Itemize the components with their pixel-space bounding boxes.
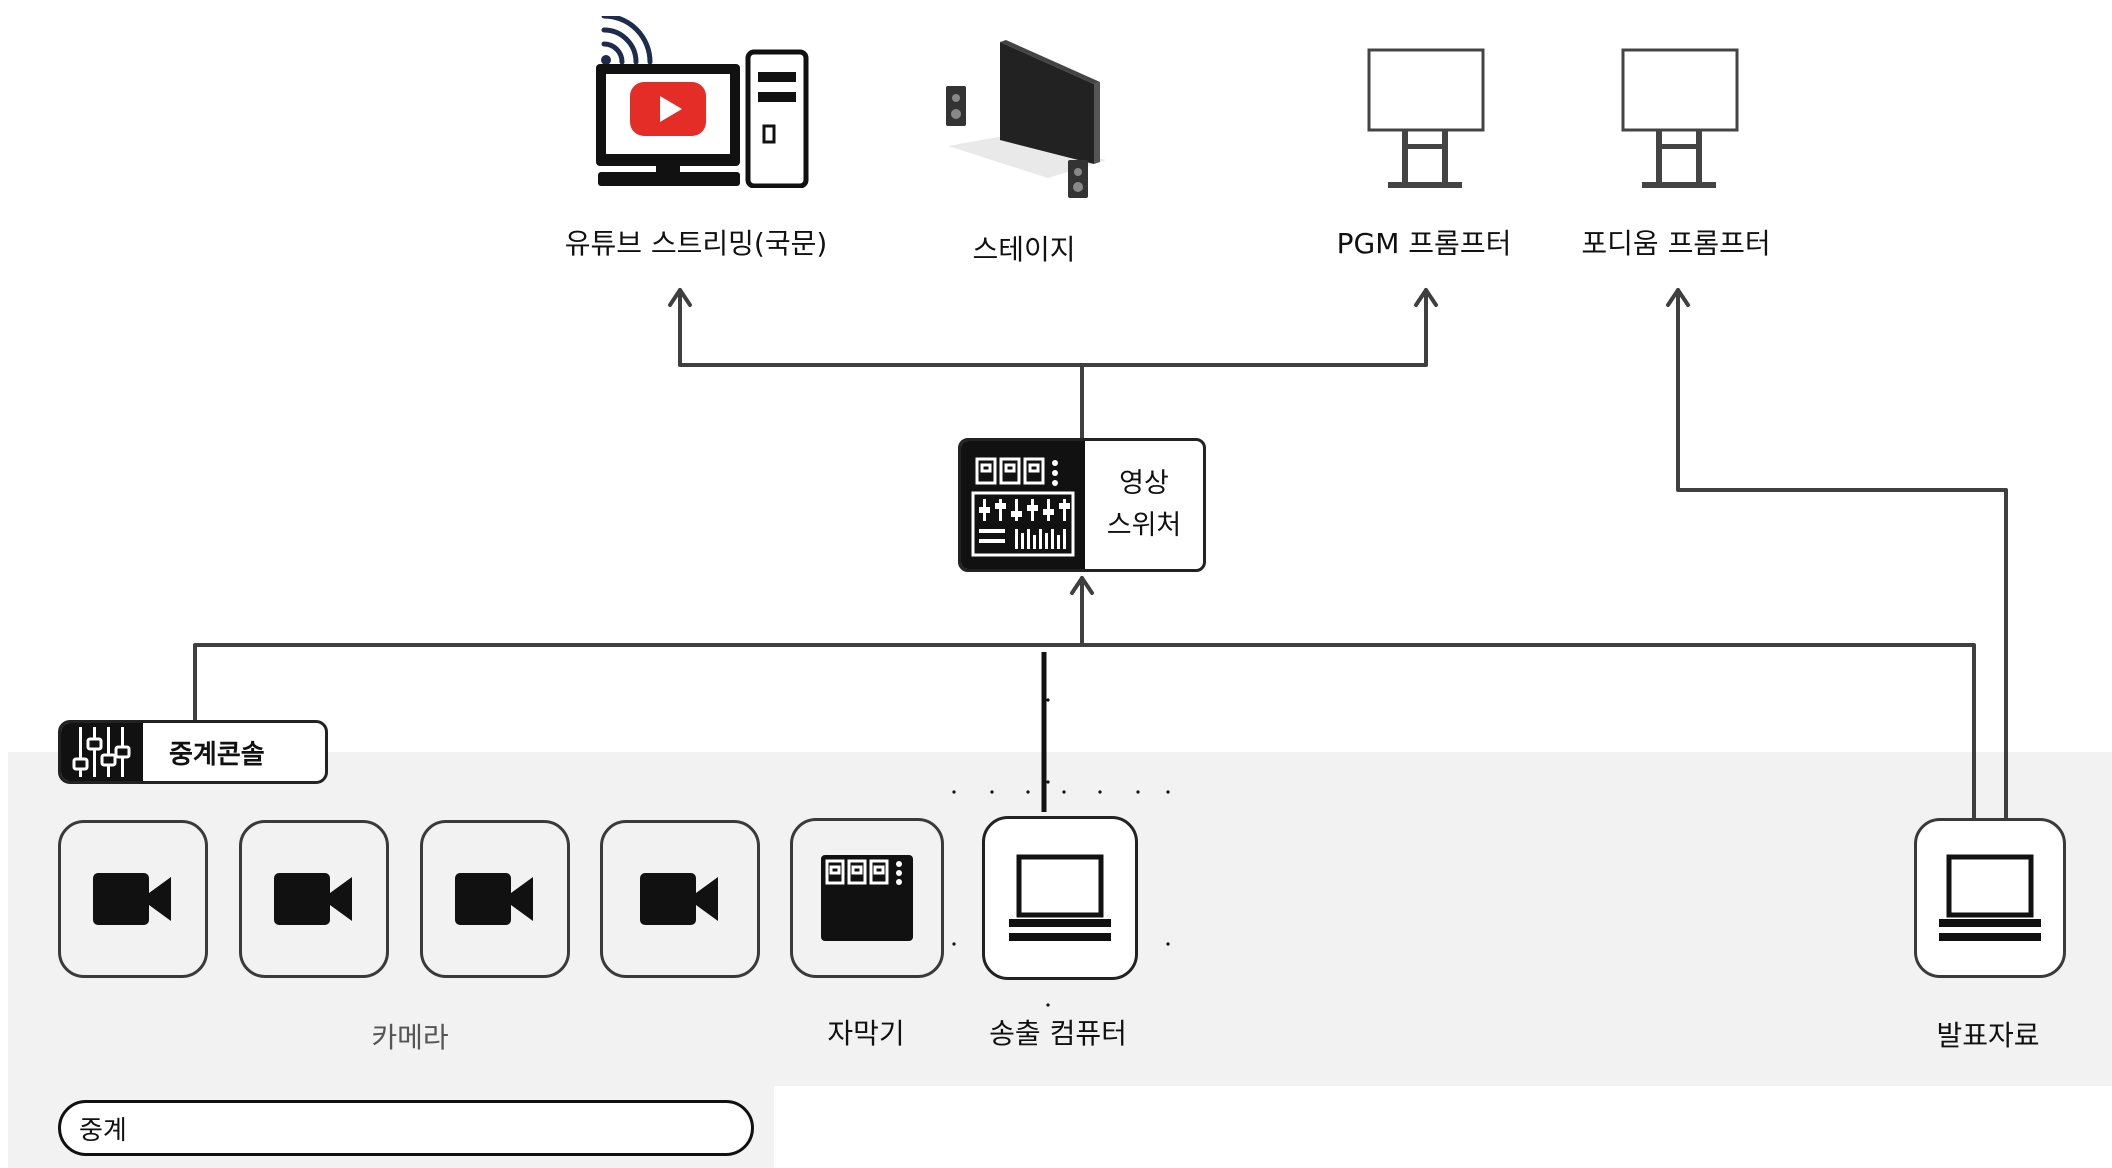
camera-tile-2 bbox=[239, 820, 389, 978]
mixer-icon bbox=[61, 723, 143, 781]
video-switcher-line2: 스위처 bbox=[1106, 510, 1182, 541]
camera-tile-4 bbox=[600, 820, 760, 978]
relay-group-bar: 중계 bbox=[58, 1100, 754, 1156]
relay-group-label: 중계 bbox=[79, 1115, 127, 1146]
dotted-selection-marks bbox=[952, 698, 1170, 1007]
youtube-arrow-head bbox=[668, 288, 692, 307]
caption-generator-tile bbox=[790, 818, 944, 978]
relay-console-box: 중계콘솔 bbox=[58, 720, 328, 784]
pgm-prompter-icon bbox=[1367, 48, 1485, 188]
youtube-streaming-label: 유튜브 스트리밍(국문) bbox=[564, 227, 828, 260]
relay-console-label: 중계콘솔 bbox=[169, 739, 265, 770]
youtube-pc-icon bbox=[596, 16, 809, 188]
camera-icon bbox=[274, 873, 352, 925]
stage-label: 스테이지 bbox=[972, 233, 1076, 266]
presentation-tile bbox=[1914, 818, 2066, 978]
camera-icon bbox=[640, 873, 718, 925]
video-switcher-box: 영상 스위처 bbox=[958, 438, 1206, 572]
video-switcher-line1: 영상 bbox=[1119, 468, 1169, 499]
caption-generator-icon bbox=[821, 855, 913, 941]
video-switcher-label: 영상 스위처 bbox=[1085, 441, 1203, 569]
switcher-arrow-head bbox=[1070, 576, 1094, 595]
stage-icon bbox=[946, 40, 1106, 198]
broadcast-pc-label: 송출 컴퓨터 bbox=[989, 1017, 1127, 1050]
laptop-icon bbox=[1009, 854, 1111, 941]
podium-prompter-label: 포디움 프롬프터 bbox=[1581, 227, 1771, 260]
presentation-label: 발표자료 bbox=[1936, 1019, 2040, 1052]
laptop-icon bbox=[1939, 854, 2041, 941]
camera-tile-3 bbox=[420, 820, 570, 978]
podium-prompter-icon bbox=[1621, 48, 1739, 188]
pgm-prompter-label: PGM 프롬프터 bbox=[1336, 227, 1512, 260]
caption-generator-label: 자막기 bbox=[827, 1017, 905, 1050]
podium-arrow-head bbox=[1666, 288, 1690, 307]
input-bus-line bbox=[193, 643, 1976, 822]
camera-icon bbox=[93, 873, 171, 925]
pgm-arrow-head bbox=[1414, 288, 1438, 307]
camera-label: 카메라 bbox=[371, 1021, 449, 1054]
switcher-icon bbox=[961, 441, 1085, 569]
presentation-to-podium-line bbox=[1676, 288, 2008, 822]
camera-icon bbox=[455, 873, 533, 925]
broadcast-pc-tile bbox=[982, 816, 1138, 980]
camera-tile-1 bbox=[58, 820, 208, 978]
output-bus-line bbox=[678, 288, 1428, 367]
